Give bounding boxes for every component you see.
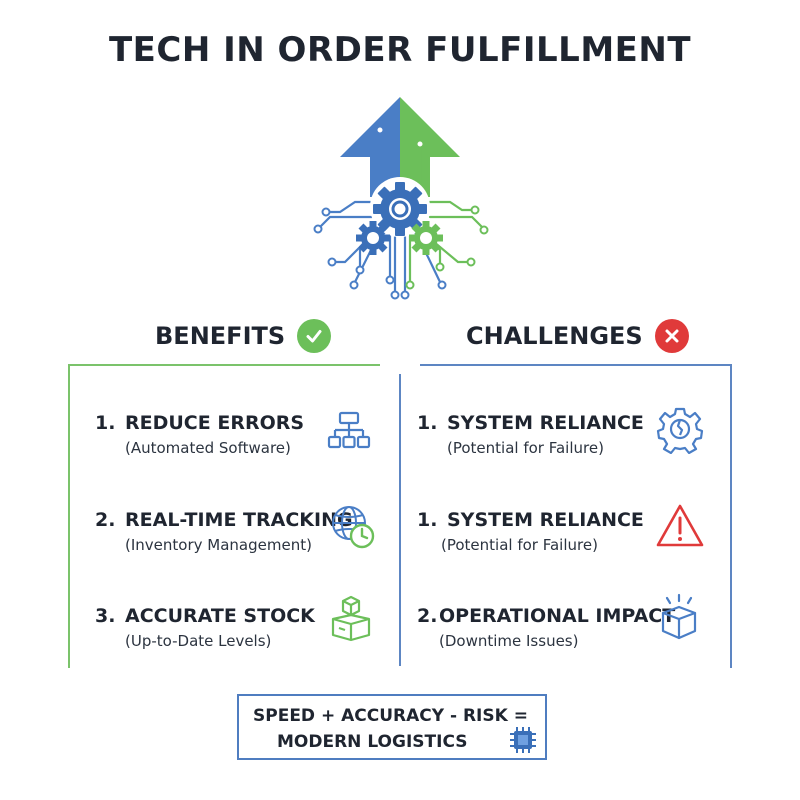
item-label: SYSTEM RELIANCE (447, 412, 644, 434)
challenges-heading: CHALLENGES (466, 318, 689, 354)
benefits-panel (68, 364, 380, 668)
item-number: 1. (95, 412, 116, 434)
formula-line-2: MODERN LOGISTICS (277, 732, 468, 752)
item-label: REDUCE ERRORS (125, 412, 305, 434)
challenges-heading-label: CHALLENGES (466, 322, 643, 350)
center-divider (399, 374, 401, 666)
broken-gear-icon (656, 407, 704, 454)
microchip-icon (510, 727, 536, 753)
warning-triangle-icon (656, 504, 704, 547)
item-number: 1. (417, 509, 438, 531)
globe-clock-icon (332, 506, 375, 549)
item-label: OPERATIONAL IMPACT (439, 605, 676, 627)
item-sub: (Potential for Failure) (447, 439, 604, 457)
item-number: 3. (95, 605, 116, 627)
benefits-heading-label: BENEFITS (155, 322, 286, 350)
stacked-boxes-icon (331, 595, 371, 642)
item-sub: (Downtime Issues) (439, 632, 579, 650)
x-circle-icon (654, 319, 689, 353)
upward-arrow-gears-circuit-icon (313, 97, 489, 300)
impact-box-icon (661, 593, 697, 640)
formula-line-1: SPEED + ACCURACY - RISK = (253, 706, 528, 726)
checkmark-circle-icon (297, 319, 332, 353)
item-sub: (Inventory Management) (125, 536, 312, 554)
page-title: TECH IN ORDER FULFILLMENT (108, 30, 692, 70)
challenges-panel (420, 364, 732, 668)
item-number: 2. (417, 605, 438, 627)
item-label: ACCURATE STOCK (125, 605, 315, 627)
item-number: 1. (417, 412, 438, 434)
formula-box: SPEED + ACCURACY - RISK = MODERN LOGISTI… (237, 694, 547, 760)
item-label: SYSTEM RELIANCE (447, 509, 644, 531)
item-sub: (Up-to-Date Levels) (125, 632, 272, 650)
item-number: 2. (95, 509, 116, 531)
item-sub: (Automated Software) (125, 439, 291, 457)
benefits-heading: BENEFITS (155, 318, 332, 354)
item-sub: (Potential for Failure) (441, 536, 598, 554)
flowchart-hierarchy-icon (327, 411, 371, 449)
item-label: REAL-TIME TRACKING (125, 509, 353, 531)
